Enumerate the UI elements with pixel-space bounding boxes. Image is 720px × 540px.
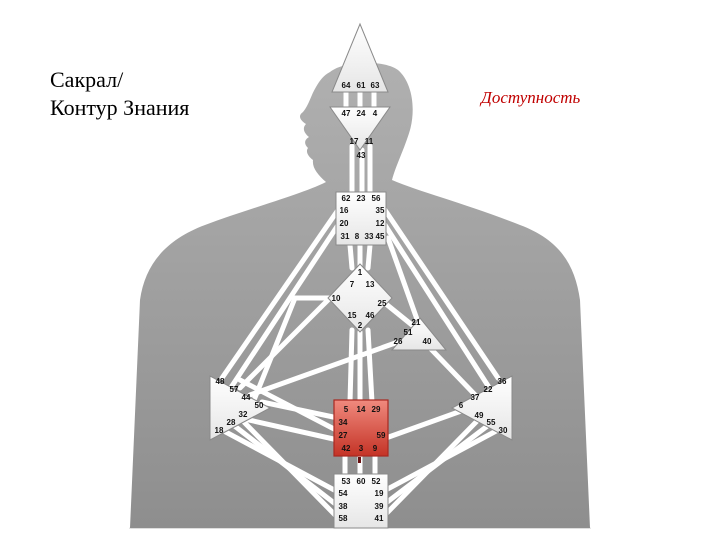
gate-label: 47 xyxy=(342,109,351,118)
gate-label: 38 xyxy=(339,502,348,511)
gate-label: 42 xyxy=(342,444,351,453)
gate-label: 24 xyxy=(357,109,366,118)
gate-label: 7 xyxy=(350,280,355,289)
gate-label: 41 xyxy=(375,514,384,523)
ego-center xyxy=(390,317,448,351)
gate-label: 30 xyxy=(499,426,508,435)
gate-label: 5 xyxy=(344,405,349,414)
gate-label: 21 xyxy=(412,318,421,327)
gate-label: 49 xyxy=(475,411,484,420)
gate-label: 34 xyxy=(339,418,348,427)
sacral-marker xyxy=(358,457,361,463)
gate-label: 36 xyxy=(498,377,507,386)
gate-label: 51 xyxy=(404,328,413,337)
root-center xyxy=(333,473,389,529)
gate-label: 53 xyxy=(342,477,351,486)
gate-label: 19 xyxy=(375,489,384,498)
gate-label: 32 xyxy=(239,410,248,419)
gate-label: 52 xyxy=(372,477,381,486)
gate-label: 3 xyxy=(359,444,364,453)
gate-label: 11 xyxy=(365,137,374,146)
gate-label: 63 xyxy=(371,81,380,90)
g-center xyxy=(327,263,393,333)
gate-label: 27 xyxy=(339,431,348,440)
ajna-center xyxy=(329,106,391,151)
gate-label: 10 xyxy=(332,294,341,303)
gate-label: 26 xyxy=(394,337,403,346)
gate-label: 56 xyxy=(372,194,381,203)
head-center xyxy=(331,22,389,93)
gate-label: 60 xyxy=(357,477,366,486)
gate-label: 6 xyxy=(459,401,464,410)
gate-label: 45 xyxy=(376,232,385,241)
gate-label: 4 xyxy=(373,109,378,118)
gate-label: 20 xyxy=(340,219,349,228)
gate-label: 28 xyxy=(227,418,236,427)
gate-label: 61 xyxy=(357,81,366,90)
channels xyxy=(219,89,501,521)
gate-label: 57 xyxy=(230,385,239,394)
gate-label: 25 xyxy=(378,299,387,308)
gate-label: 15 xyxy=(348,311,357,320)
gate-label: 54 xyxy=(339,489,348,498)
gate-label: 14 xyxy=(357,405,366,414)
gate-label: 37 xyxy=(471,393,480,402)
slide-subtitle: Доступность xyxy=(481,88,581,107)
gate-label: 17 xyxy=(350,137,359,146)
spleen-center xyxy=(209,375,272,441)
gate-label: 48 xyxy=(216,377,225,386)
throat-center xyxy=(335,191,387,246)
gate-label: 1 xyxy=(358,268,363,277)
gate-label: 9 xyxy=(373,444,378,453)
title-line: Сакрал/ xyxy=(50,67,124,92)
gate-label: 50 xyxy=(255,401,264,410)
gate-label: 64 xyxy=(342,81,351,90)
gate-label: 12 xyxy=(376,219,385,228)
gate-label: 59 xyxy=(377,431,386,440)
gate-label: 35 xyxy=(376,206,385,215)
gate-label: 58 xyxy=(339,514,348,523)
gate-label: 44 xyxy=(242,393,251,402)
gate-label: 39 xyxy=(375,502,384,511)
gate-labels: 64 61 63 47 24 4 17 11 43 62 23 56 16 35… xyxy=(215,81,508,523)
gate-label: 40 xyxy=(423,337,432,346)
title-line: Контур Знания xyxy=(50,95,190,120)
gate-label: 8 xyxy=(355,232,360,241)
gate-label: 23 xyxy=(357,194,366,203)
solar-plexus-center xyxy=(450,375,513,441)
gate-label: 55 xyxy=(487,418,496,427)
gate-label: 46 xyxy=(366,311,375,320)
slide-title: Сакрал/ Контур Знания xyxy=(50,66,189,122)
gate-label: 13 xyxy=(366,280,375,289)
sacral-center xyxy=(333,399,389,457)
gate-label: 2 xyxy=(358,321,363,330)
gate-label: 16 xyxy=(340,206,349,215)
gate-label: 22 xyxy=(484,385,493,394)
gate-label: 62 xyxy=(342,194,351,203)
gate-label: 33 xyxy=(365,232,374,241)
gate-label: 29 xyxy=(372,405,381,414)
gate-label: 31 xyxy=(341,232,350,241)
gate-label: 43 xyxy=(357,151,366,160)
gate-label: 18 xyxy=(215,426,224,435)
